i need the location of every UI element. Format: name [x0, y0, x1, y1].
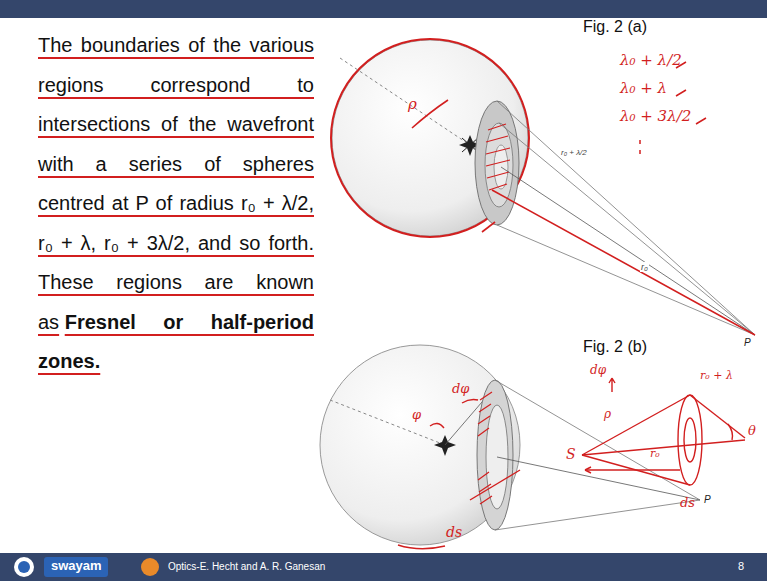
- footer-credit: Optics-E. Hecht and A. R. Ganesan: [168, 561, 325, 573]
- pen-note: λ₀ + λ/2: [620, 52, 682, 69]
- logo-circle: [18, 561, 30, 573]
- page-number: 8: [738, 560, 744, 573]
- logo-circle: [14, 557, 34, 577]
- radius-label: r₀ + λ/2: [560, 148, 588, 157]
- point-label: P: [704, 494, 711, 506]
- point-label: P: [744, 337, 751, 349]
- footer-bar: [0, 553, 767, 581]
- pen-note: λ₀ + 3λ/2: [620, 108, 691, 125]
- pen-note: r₀ + λ: [700, 370, 733, 383]
- pen-note: φ: [412, 408, 421, 423]
- wavefront-sphere-b: [320, 345, 700, 549]
- logo-patch: [44, 557, 108, 577]
- pen-note: ρ: [408, 96, 417, 113]
- slide-paragraph: The boundaries of the various regions co…: [38, 26, 314, 382]
- pen-note: dφ: [590, 364, 606, 378]
- logo-text: swayam: [51, 559, 102, 574]
- body-text: The boundaries of the various regions co…: [38, 34, 314, 333]
- pen-note: dφ: [452, 382, 469, 397]
- radius-label: r₀: [640, 262, 649, 272]
- top-bar: [0, 0, 767, 18]
- pen-note: λ₀ + λ: [620, 80, 667, 97]
- figure-caption: Fig. 2 (a): [583, 18, 647, 36]
- logo-circle: [141, 558, 159, 576]
- pen-note: ds: [680, 496, 695, 511]
- pen-note: θ: [748, 424, 756, 439]
- figure-caption: Fig. 2 (b): [583, 338, 647, 356]
- pen-note: ds: [446, 524, 462, 540]
- pen-note: S: [566, 446, 576, 462]
- pen-sketch: [582, 378, 745, 485]
- pen-note: ρ: [604, 408, 611, 422]
- term-text: Fresnel or half-period zones.: [38, 311, 314, 373]
- wavefront-sphere-a: [331, 39, 755, 335]
- pen-note: r₀: [650, 448, 660, 461]
